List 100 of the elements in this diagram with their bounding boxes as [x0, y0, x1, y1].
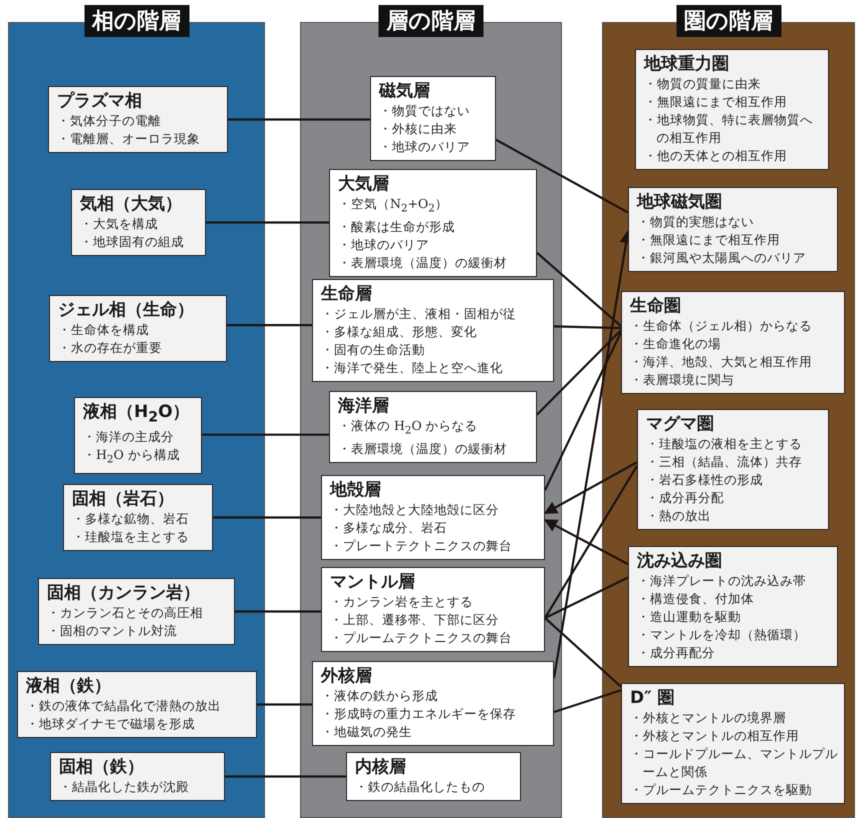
box-heading: 大気層 [338, 173, 390, 195]
bullet-text: ・海洋で発生、陸上と空へ進化 [321, 359, 504, 377]
connector-line [544, 576, 628, 619]
bullet-text: ・無限遠にまで相互作用 [637, 231, 781, 249]
box-heading: マントル層 [330, 571, 416, 593]
box-heading: 固相（岩石） [72, 488, 175, 510]
bullet-text: ・珪酸塩を主とする [72, 528, 190, 546]
info-box [635, 49, 829, 170]
box-heading: 固相（カンラン岩） [47, 582, 201, 604]
bullet-text: ・プレートテクトニクスの舞台 [330, 537, 513, 555]
connector-line [495, 138, 629, 214]
info-box [329, 391, 537, 462]
box-heading: 地球重力圏 [644, 53, 730, 75]
bullet-text: ・生命体を構成 [58, 321, 150, 339]
bullet-text: ・表層環境（温度）の緩衝材 [338, 440, 508, 458]
bullet-text: ・成分再配分 [637, 644, 716, 662]
info-box [628, 546, 838, 667]
bullet-text: ・水の存在が重要 [58, 339, 163, 357]
bullet-text: ・無限遠にまで相互作用 [644, 93, 788, 111]
column-heading: 層の階層 [378, 5, 484, 37]
column-heading: 圏の階層 [676, 5, 781, 37]
bullet-text: ・電離層、オーロラ現象 [57, 130, 201, 148]
connector-line [544, 332, 622, 491]
info-box [637, 409, 829, 530]
info-box [49, 295, 227, 362]
box-heading: 生命層 [321, 283, 373, 305]
box-heading: マグマ圏 [646, 413, 715, 435]
bullet-text: ・成分再分配 [646, 489, 725, 507]
connector-line [213, 516, 321, 519]
bullet-text: ・生命体（ジェル相）からなる [630, 317, 813, 335]
bullet-text: ・銀河風や太陽風へのバリア [637, 249, 807, 267]
info-box [321, 567, 545, 652]
bullet-text: ・表層環境に関与 [630, 371, 735, 389]
info-box [621, 683, 845, 804]
connector-line [225, 775, 346, 778]
bullet-text: ・固有の生命活動 [321, 341, 426, 359]
bullet-text: ・海洋の主成分 [83, 428, 175, 446]
bullet-text: ・地球のバリア [338, 236, 430, 254]
bullet-text: ・大気を構成 [80, 215, 159, 233]
bullet-text: ・外核とマントルの境界層 [630, 709, 787, 727]
connector-line [536, 252, 622, 327]
info-box [312, 279, 554, 382]
bullet-text: ・地球物質、特に表層物質への相互作用 [644, 111, 814, 147]
bullet-text: ・上部、遷移帯、下部に区分 [330, 611, 500, 629]
bullet-text: ・物質的実態はない [637, 213, 755, 231]
bullet-text: ・プルームテクトニクスを駆動 [630, 781, 813, 799]
info-box [63, 484, 213, 551]
bullet-text: ・カンラン岩を主とする [330, 593, 474, 611]
bullet-text: ・ジェル層が主、液相・固相が従 [321, 305, 517, 323]
bullet-text: ・外核に由来 [379, 120, 458, 138]
box-heading: 磁気層 [379, 80, 431, 102]
connector-line [202, 434, 329, 436]
box-heading: 液相（鉄） [26, 675, 112, 697]
bullet-text: ・コールドプルーム、マントルプルームと関係 [630, 745, 838, 781]
bullet-text: ・構造侵食、付加体 [637, 590, 755, 608]
bullet-text: ・液体の鉄から形成 [321, 687, 439, 705]
bullet-text: ・酸素は生命が形成 [338, 218, 456, 236]
connector-line [228, 118, 370, 121]
info-box [346, 752, 521, 801]
info-box [17, 671, 257, 738]
box-heading: 生命圏 [630, 295, 682, 317]
bullet-text: ・プルームテクトニクスの舞台 [330, 629, 513, 647]
bullet-text: ・海洋、地殻、大気と相互作用 [630, 353, 813, 371]
bullet-text: ・固相のマントル対流 [47, 622, 178, 640]
box-heading: D″ 圏 [630, 687, 676, 709]
bullet-text: ・気体分子の電離 [57, 112, 162, 130]
box-heading: プラズマ相 [57, 90, 143, 112]
info-box [38, 578, 235, 645]
bullet-text: ・地球固有の組成 [80, 233, 185, 251]
bullet-text: ・鉄の液体で結晶化で潜熱の放出 [26, 697, 222, 715]
info-box [71, 189, 206, 256]
box-heading: 気相（大気） [80, 193, 183, 215]
box-heading: ジェル相（生命） [58, 299, 195, 321]
connector-line [536, 329, 622, 416]
connector-line [227, 324, 312, 326]
info-box [621, 291, 845, 394]
box-heading: 内核層 [355, 756, 407, 778]
bullet-text: ・マントルを冷却（熱循環） [637, 626, 807, 644]
connector-line [257, 703, 312, 706]
connector-line [554, 689, 622, 714]
bullet-text: ・物質の質量に由来 [644, 75, 762, 93]
connector-line [206, 221, 329, 224]
connector-line [544, 617, 622, 688]
bullet-text: ・表層環境（温度）の緩衝材 [338, 254, 508, 272]
bullet-text: ・岩石多様性の形成 [646, 471, 764, 489]
bullet-text: ・結晶化した鉄が沈殿 [59, 778, 190, 796]
bullet-text: ・造山運動を駆動 [637, 608, 742, 626]
arrow [544, 461, 638, 514]
connector-line [554, 325, 622, 330]
box-heading: 液相（H$_{2}$O） [83, 401, 191, 428]
info-box [48, 86, 228, 153]
bullet-text: ・H$_{2}$O から構成 [83, 446, 181, 468]
bullet-text: ・地磁気の発生 [321, 723, 413, 741]
bullet-text: ・多様な成分、岩石 [330, 519, 448, 537]
info-box [321, 475, 545, 560]
box-heading: 外核層 [321, 665, 373, 687]
info-box [50, 752, 225, 801]
box-heading: 沈み込み圏 [637, 550, 723, 572]
bullet-text: ・地球のバリア [379, 138, 471, 156]
column-heading: 相の階層 [84, 5, 189, 37]
